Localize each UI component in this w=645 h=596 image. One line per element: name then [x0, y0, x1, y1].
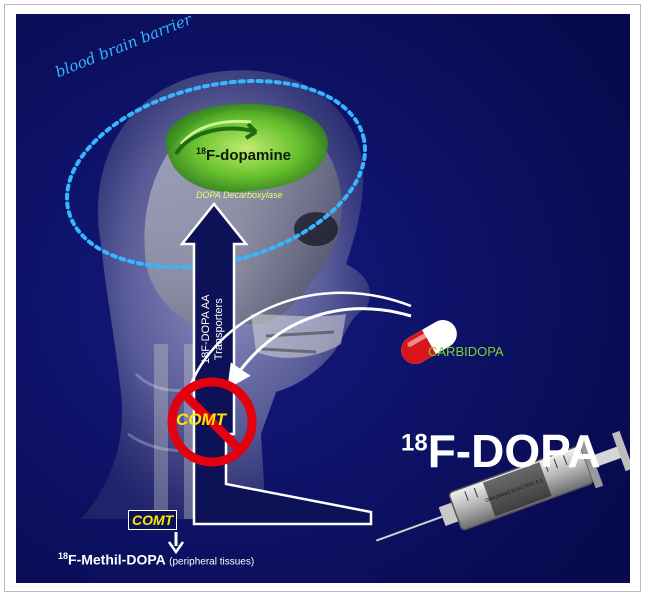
tracer-name: F-DOPA: [428, 425, 601, 477]
diagram-canvas: blood brain barrier 18F-dopamine DOPA De…: [16, 14, 630, 583]
metabolite-name: F-Methil-DOPA: [68, 552, 165, 568]
dopamine-isotope: 18: [196, 146, 206, 156]
carbidopa-label: CARBIDOPA: [428, 344, 504, 359]
transport-line-1: 18F-DOPA AA: [200, 295, 213, 365]
tracer-label: 18F-DOPA: [401, 424, 601, 478]
metabolite-label: 18F-Methil-DOPA (peripheral tissues): [58, 551, 254, 568]
dopamine-label: 18F-dopamine: [196, 146, 291, 164]
comt-peripheral-label: COMT: [128, 510, 177, 530]
diagram-graphic: [16, 14, 630, 583]
image-frame: blood brain barrier 18F-dopamine DOPA De…: [4, 4, 641, 592]
dopamine-name: F-dopamine: [206, 147, 291, 164]
enzyme-label: DOPA Decarboxylase: [196, 190, 283, 200]
transport-line-2: Transporters: [213, 295, 226, 365]
metabolite-note: (peripheral tissues): [169, 557, 254, 568]
transport-label: 18F-DOPA AA Transporters: [200, 295, 226, 365]
metabolite-isotope: 18: [58, 551, 68, 561]
comt-central-label: COMT: [176, 410, 226, 430]
tracer-isotope: 18: [401, 430, 428, 457]
